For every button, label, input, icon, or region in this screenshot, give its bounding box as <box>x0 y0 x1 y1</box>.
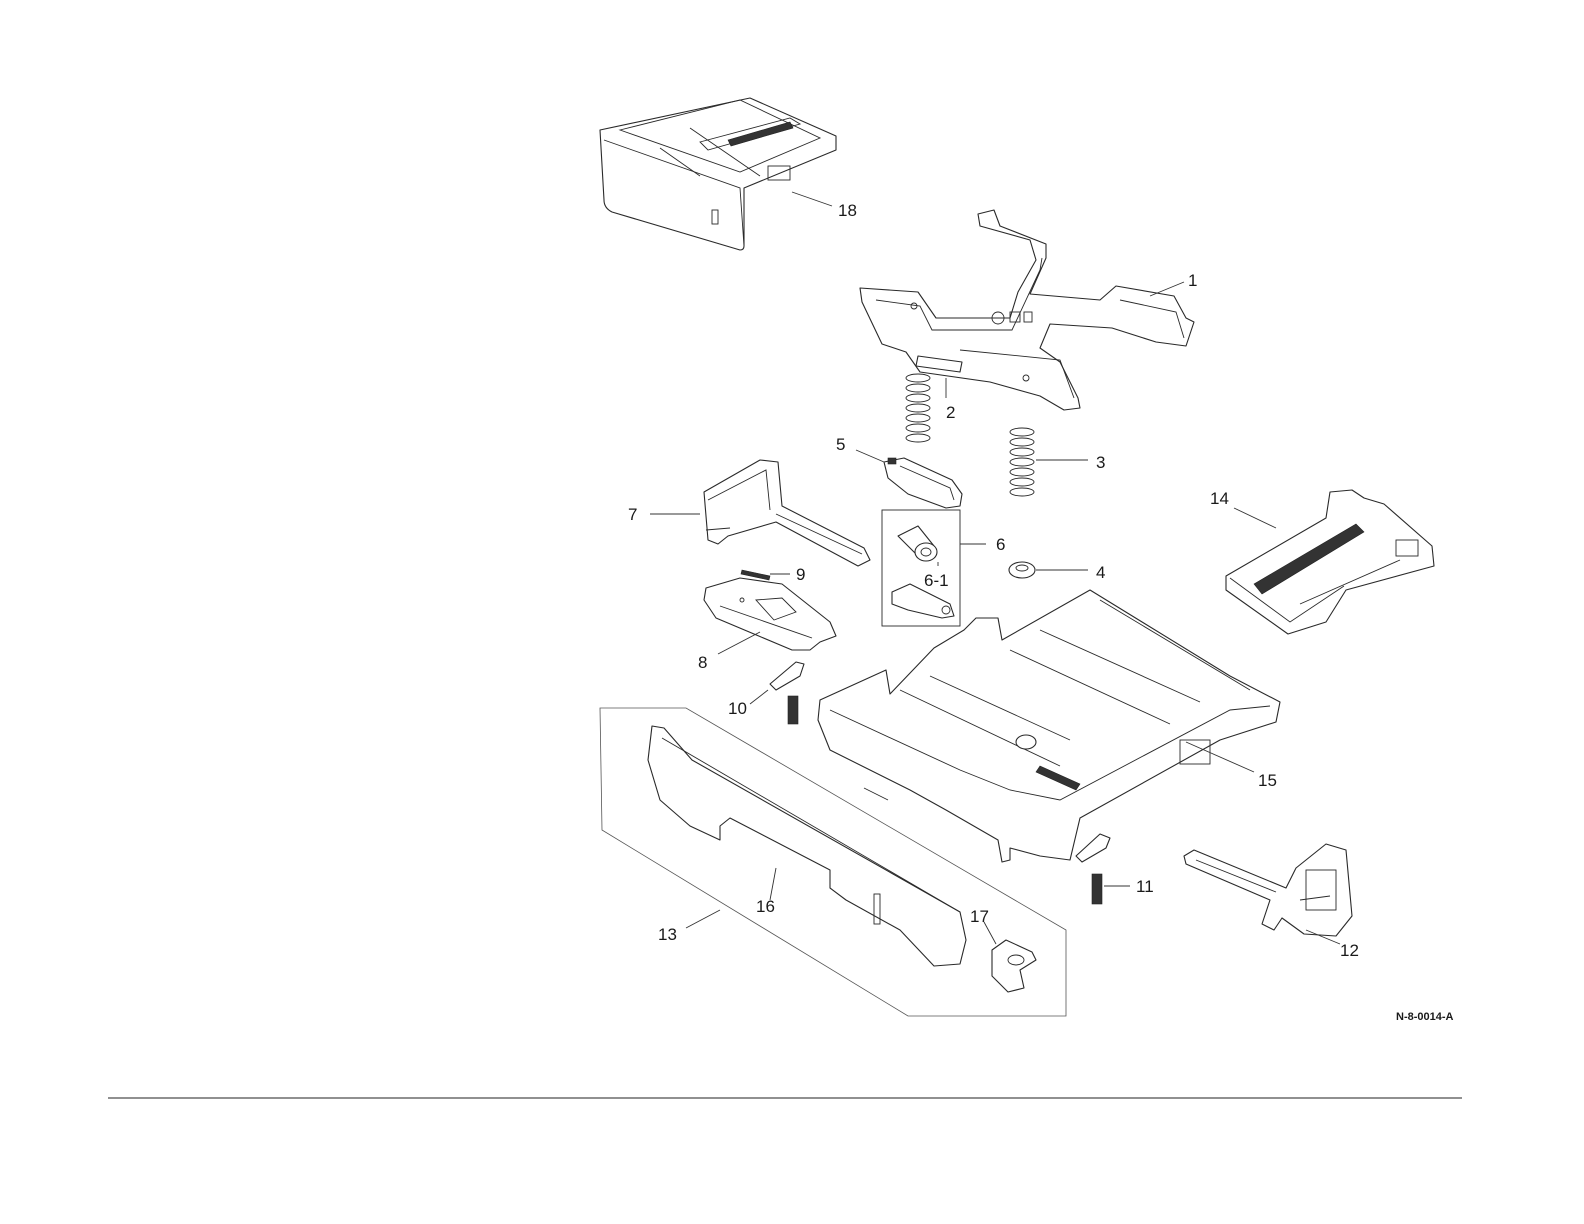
callout-16: 16 <box>756 897 775 916</box>
callout-10: 10 <box>728 699 747 718</box>
callout-13: 13 <box>658 925 677 944</box>
part-4-washer <box>1009 562 1035 578</box>
callout-3: 3 <box>1096 453 1105 472</box>
part-3-spring <box>1010 428 1034 496</box>
callout-6-1: 6-1 <box>924 571 949 590</box>
callout-6: 6 <box>996 535 1005 554</box>
part-5-holder <box>884 458 962 508</box>
callout-15: 15 <box>1258 771 1277 790</box>
spring-10 <box>788 696 798 724</box>
callout-11: 11 <box>1136 877 1154 896</box>
part-6-1-roller <box>898 526 937 561</box>
part-8-plate <box>704 578 836 650</box>
part-18-tray-assembly <box>600 98 836 250</box>
part-1-metal-plate <box>860 210 1194 410</box>
callout-2: 2 <box>946 403 955 422</box>
part-10-lever <box>770 662 804 690</box>
callout-12: 12 <box>1340 941 1359 960</box>
callout-1: 1 <box>1188 271 1197 290</box>
callout-9: 9 <box>796 565 805 584</box>
callout-18: 18 <box>838 201 857 220</box>
part-15-tray-base <box>818 590 1280 862</box>
callout-5: 5 <box>836 435 845 454</box>
callout-14: 14 <box>1210 489 1229 508</box>
callout-4: 4 <box>1096 563 1105 582</box>
part-14-extension-tray <box>1226 490 1434 634</box>
callout-8: 8 <box>698 653 707 672</box>
part-11-spring <box>1092 874 1102 904</box>
part-7-side-guide <box>704 460 870 566</box>
lever-11 <box>1076 834 1110 862</box>
part-6-group <box>882 510 960 626</box>
figure-id: N-8-0014-A <box>1396 1011 1454 1023</box>
spring-left <box>906 374 930 442</box>
callout-7: 7 <box>628 505 637 524</box>
part-17-latch <box>992 940 1036 992</box>
callout-17: 17 <box>970 907 989 926</box>
part-12-rear-guide <box>1184 844 1352 936</box>
